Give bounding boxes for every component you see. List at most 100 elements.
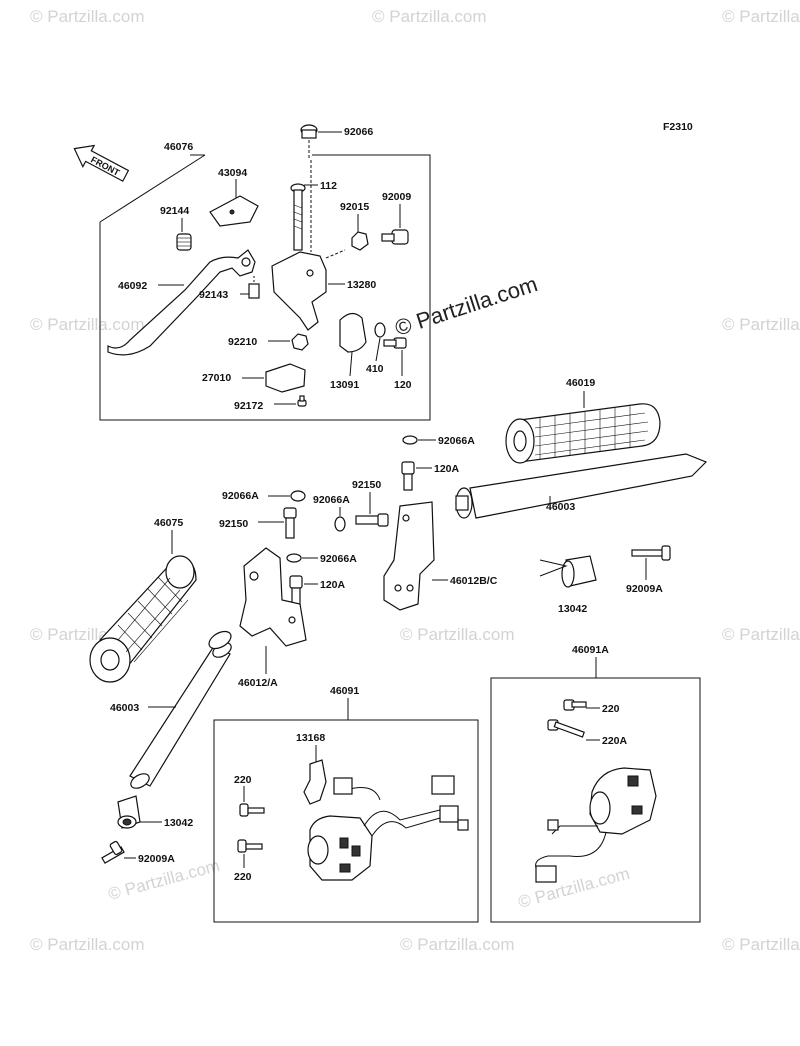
part-label-46075: 46075 <box>154 517 183 529</box>
watermark: © Partzilla.com <box>516 864 632 912</box>
watermark: © Partzilla.com <box>722 625 800 644</box>
nut-92015 <box>351 231 369 251</box>
part-label-120: 120 <box>394 379 412 391</box>
lever-13168 <box>303 759 327 805</box>
part-label-13042: 13042 <box>164 817 193 829</box>
part-label-220: 220 <box>234 774 252 786</box>
part-label-92066A: 92066A <box>438 435 475 447</box>
screw-92009A <box>631 545 671 561</box>
screw-92150 <box>355 513 389 527</box>
switch-box-46091 <box>213 719 479 923</box>
housing-hole <box>288 616 296 624</box>
switch-button <box>351 845 361 857</box>
part-label-92015: 92015 <box>340 201 369 213</box>
tube-46003 <box>129 630 232 789</box>
switch-27010 <box>265 363 306 393</box>
cap-92066-body <box>301 129 317 139</box>
lever-46092 <box>107 249 256 356</box>
switch-box-46091A <box>490 677 701 923</box>
washer-92066A <box>402 435 418 445</box>
grip-46075 <box>89 555 197 683</box>
bolt-112 <box>290 183 306 251</box>
part-label-92066: 92066 <box>344 126 373 138</box>
collar-92143 <box>248 283 260 299</box>
connector <box>439 805 459 823</box>
housing-hole <box>394 584 402 592</box>
screw-92009A <box>101 840 125 864</box>
screw-220 <box>237 839 263 853</box>
switch-button <box>627 775 639 787</box>
screw-92009 <box>381 229 409 245</box>
screw-220 <box>239 803 265 817</box>
holder-hole <box>306 269 314 277</box>
part-label-92009A: 92009A <box>626 583 663 595</box>
watermark: © Partzilla.com <box>722 315 800 334</box>
part-label-46076: 46076 <box>164 141 193 153</box>
part-label-46091A: 46091A <box>572 644 609 656</box>
switch-cable <box>363 809 441 827</box>
watermark-group: © Partzilla.com © Partzilla.com © Partzi… <box>30 7 800 954</box>
nut-92210 <box>291 333 309 351</box>
part-label-92009A: 92009A <box>138 853 175 865</box>
switch-bore <box>589 791 611 825</box>
switch-button <box>631 805 643 815</box>
housing-46012BC <box>383 501 435 611</box>
right-switch-assembly-group: 46091A 220 220A <box>490 644 701 923</box>
connector <box>431 775 455 795</box>
part-label-92066A: 92066A <box>222 490 259 502</box>
part-label-92150: 92150 <box>352 479 381 491</box>
part-label-46092: 46092 <box>118 280 147 292</box>
switch-cable <box>535 831 607 873</box>
left-grip-group: 46075 92066A 92150 <box>89 490 357 865</box>
lever-assembly-group: 46076 92066 43094 112 921 <box>99 124 431 421</box>
part-label-92143: 92143 <box>199 289 228 301</box>
part-label-13042: 13042 <box>558 603 587 615</box>
throttle-tube-46003 <box>455 453 708 519</box>
part-label-13168: 13168 <box>296 732 325 744</box>
part-label-92144: 92144 <box>160 205 189 217</box>
connector <box>535 865 557 883</box>
screw-92172 <box>297 395 307 407</box>
switch-cable <box>371 817 441 837</box>
watermark-main: © Partzilla.com <box>392 271 541 341</box>
throttle-grip-group: 46019 92066A 120A <box>313 377 708 615</box>
figure-code: F2310 <box>663 121 693 133</box>
part-label-120A: 120A <box>320 579 346 591</box>
screw-92150 <box>283 507 297 539</box>
part-label-92066A: 92066A <box>320 553 357 565</box>
part-label-43094: 43094 <box>218 167 247 179</box>
switch-button <box>339 837 349 849</box>
part-label-220A: 220A <box>602 735 628 747</box>
weight-13042 <box>561 555 597 588</box>
washer-410 <box>374 322 386 338</box>
switch-button <box>339 863 351 873</box>
bolt-120 <box>383 337 407 349</box>
part-label-92172: 92172 <box>234 400 263 412</box>
part-label-46012A: 46012/A <box>238 677 278 689</box>
spring-92144 <box>176 233 192 251</box>
part-label-13091: 13091 <box>330 379 359 391</box>
part-label-220: 220 <box>234 871 252 883</box>
part-label-92150: 92150 <box>219 518 248 530</box>
screw-220 <box>563 699 587 711</box>
front-arrow-icon: FRONT <box>73 144 130 182</box>
part-label-46012BC: 46012B/C <box>450 575 498 587</box>
part-label-46091: 46091 <box>330 685 359 697</box>
part-label-220: 220 <box>602 703 620 715</box>
watermark: © Partzilla.com <box>400 625 515 644</box>
clamp-13091 <box>339 312 367 353</box>
housing-hole <box>402 514 410 522</box>
grip-46019 <box>505 403 661 464</box>
screw-220A <box>547 719 585 738</box>
watermark: © Partzilla.com <box>372 7 487 26</box>
weight-13042 <box>117 795 141 829</box>
part-label-120A: 120A <box>434 463 460 475</box>
bolt-120A <box>289 575 303 607</box>
watermark: © Partzilla.com <box>30 315 145 334</box>
watermark: © Partzilla.com <box>30 935 145 954</box>
connector <box>547 819 559 831</box>
part-label-92066A: 92066A <box>313 494 350 506</box>
part-label-13280: 13280 <box>347 279 376 291</box>
watermark: © Partzilla.com <box>722 935 800 954</box>
